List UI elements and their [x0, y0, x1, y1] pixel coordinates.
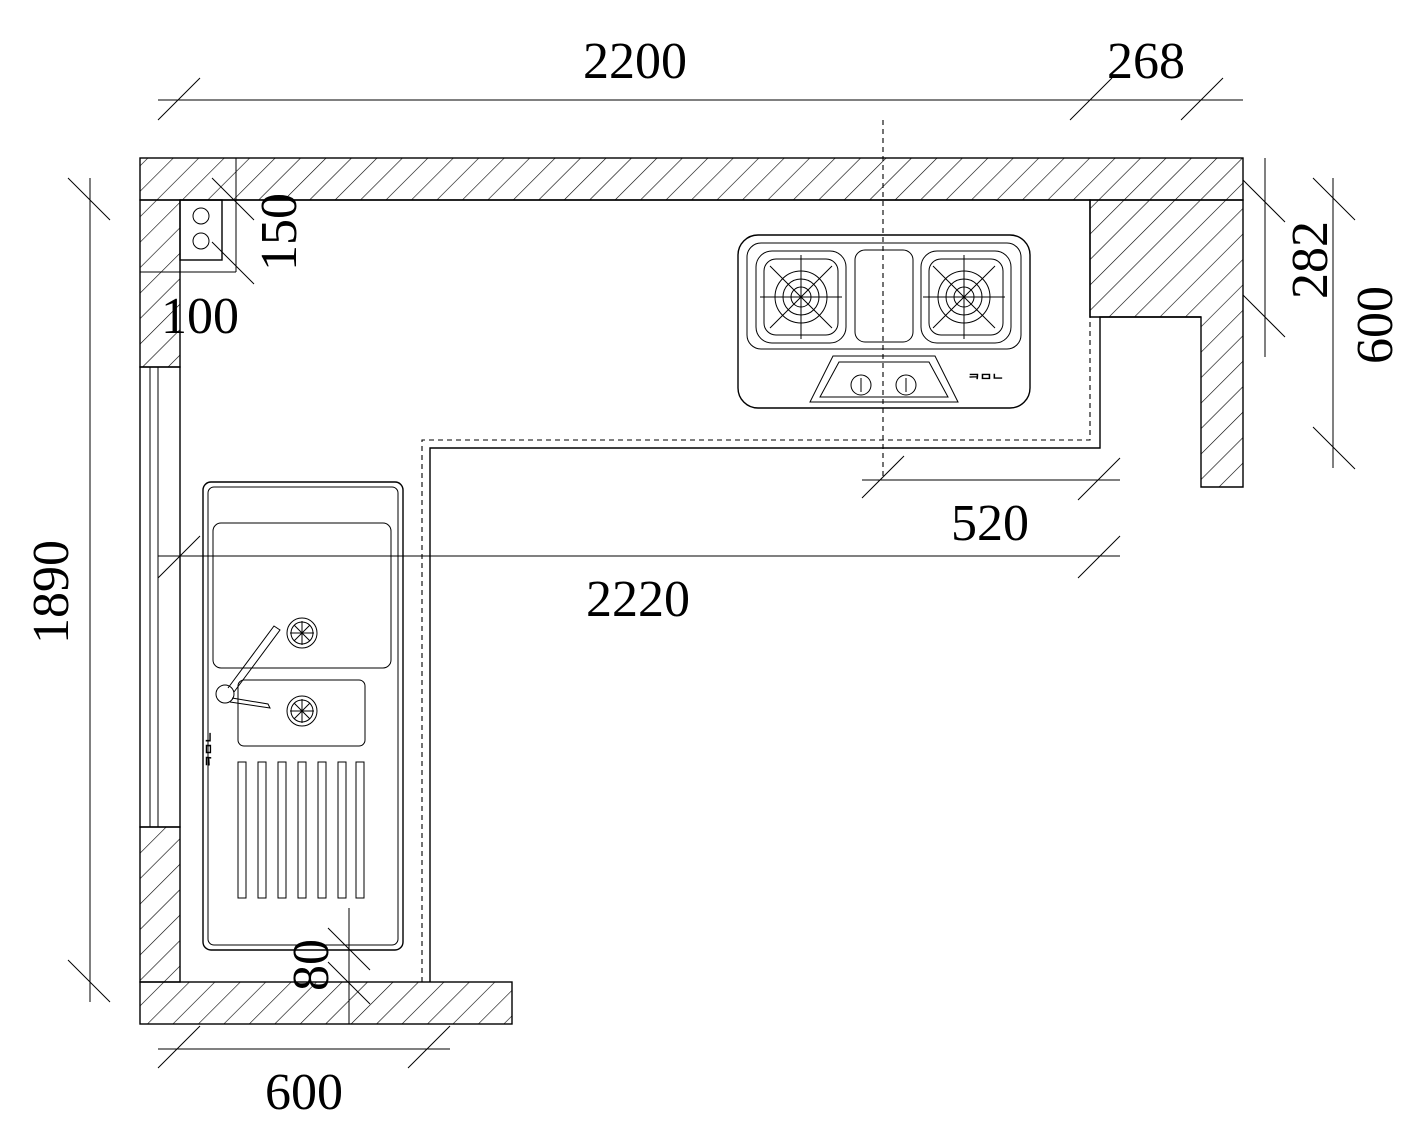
hob-center-plate — [854, 249, 914, 343]
drain-icon — [286, 695, 318, 727]
wall-socket — [140, 158, 237, 273]
dim-top-right: 268 — [1107, 33, 1185, 90]
dim-right-depth: 600 — [1347, 286, 1404, 364]
countertop-edge — [421, 316, 1201, 982]
right-wall — [1089, 199, 1244, 488]
drainboard-grooves — [237, 761, 365, 899]
dimension-lines — [67, 77, 1356, 1069]
large-basin — [212, 522, 392, 669]
knob-icon — [850, 374, 872, 396]
knob-icon — [895, 374, 917, 396]
bottom-wall — [139, 981, 513, 1025]
dim-top-length: 2200 — [583, 33, 687, 90]
sink-brand-label: ᄏᄆᄂ — [204, 731, 219, 767]
top-wall — [139, 157, 1244, 201]
burner-icon — [920, 250, 1012, 344]
dim-middle-length: 2220 — [586, 571, 690, 628]
small-basin — [237, 679, 366, 747]
faucet-icon — [215, 625, 281, 709]
kitchen-sink: ᄏᄆᄂ — [202, 481, 404, 951]
left-wall-upper — [139, 199, 181, 368]
walls — [139, 157, 1244, 1025]
socket-hole-icon — [192, 232, 210, 250]
dim-hob-offset: 520 — [951, 495, 1029, 552]
left-wall-lower — [139, 826, 181, 983]
dim-socket-inset: 100 — [161, 288, 239, 345]
dim-right-small: 282 — [1282, 221, 1339, 299]
drain-icon — [286, 617, 318, 649]
hob-brand-label: ᄏᄆᄂ — [968, 372, 1004, 387]
socket-hole-icon — [192, 207, 210, 225]
hob-control-panel — [809, 355, 959, 403]
dim-sink-gap: 80 — [283, 939, 340, 991]
dim-bottom-depth: 600 — [265, 1064, 343, 1121]
burner-icon — [755, 250, 847, 344]
gas-hob: ᄏᄆᄂ — [737, 234, 1031, 409]
dim-socket-offset: 150 — [251, 193, 308, 271]
left-window — [139, 366, 181, 828]
room-outline — [180, 199, 1091, 317]
dim-left-length: 1890 — [23, 540, 80, 644]
